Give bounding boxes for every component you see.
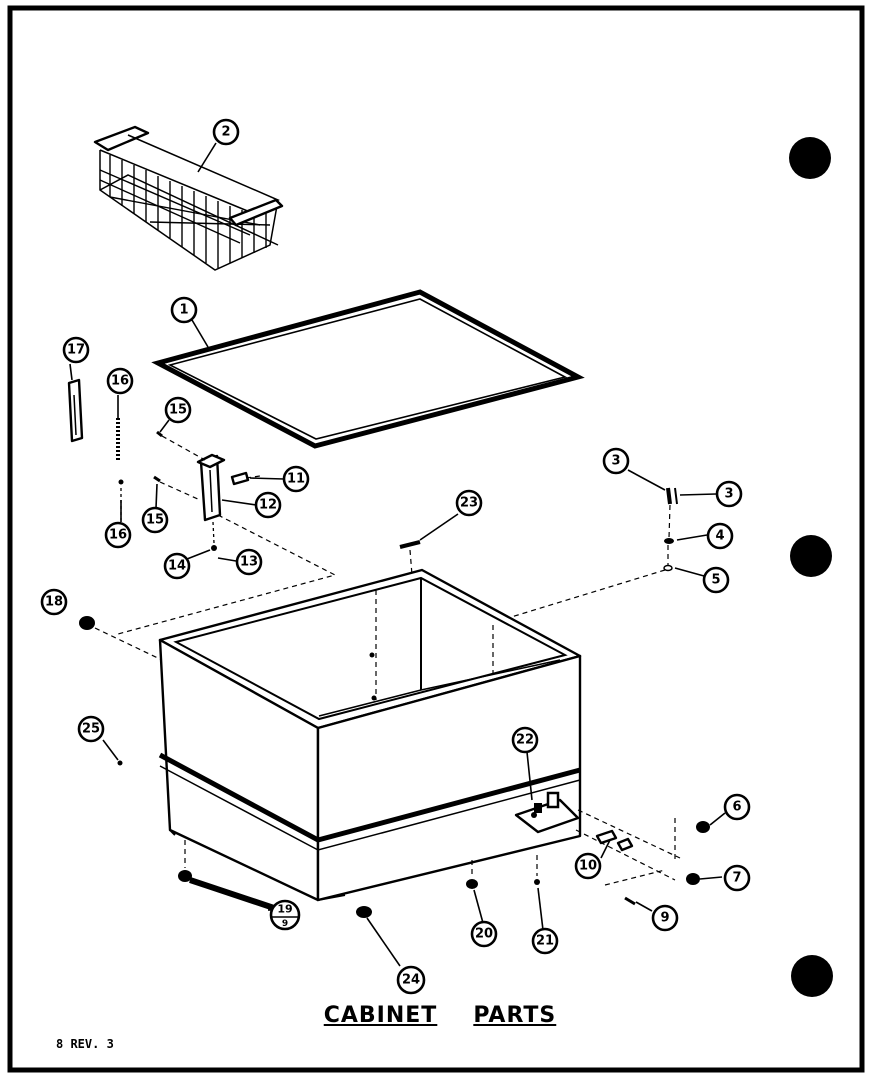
svg-text:12: 12	[259, 498, 277, 513]
callout-5: 5	[702, 566, 730, 594]
callout-20: 20	[470, 920, 498, 948]
switch-part	[595, 829, 634, 852]
svg-text:15: 15	[169, 403, 187, 418]
callout-10-right: 10	[574, 852, 602, 880]
callout-11: 11	[282, 465, 310, 493]
svg-text:24: 24	[402, 973, 420, 988]
binder-hole-bottom	[791, 955, 833, 997]
svg-text:9: 9	[660, 911, 669, 926]
callout-24: 24	[396, 965, 426, 995]
callout-1: 1	[170, 296, 198, 324]
callout-16-top: 16	[106, 367, 134, 395]
svg-text:1: 1	[179, 303, 188, 318]
svg-text:2: 2	[221, 125, 230, 140]
revision-note: 8 REV. 3	[56, 1037, 114, 1051]
diagram-title: CABINET PARTS	[0, 1003, 880, 1028]
callout-15-bottom: 15	[141, 506, 169, 534]
svg-text:10: 10	[579, 859, 597, 874]
callout-23: 23	[455, 489, 483, 517]
callout-15-top: 15	[164, 396, 192, 424]
svg-text:18: 18	[45, 595, 63, 610]
callout-14: 14	[163, 552, 191, 580]
svg-text:16: 16	[109, 528, 127, 543]
hinge-hardware-left	[67, 378, 337, 635]
latch-part	[399, 540, 421, 576]
svg-text:13: 13	[240, 555, 258, 570]
callout-12: 12	[254, 491, 282, 519]
callout-3-left: 3	[602, 447, 630, 475]
callout-25: 25	[77, 715, 105, 743]
callout-6: 6	[723, 793, 751, 821]
screw-7	[686, 873, 700, 885]
callout-4: 4	[706, 522, 734, 550]
screw-6	[696, 821, 710, 833]
callout-22: 22	[511, 726, 539, 754]
binder-hole-top	[789, 137, 831, 179]
svg-text:14: 14	[168, 559, 186, 574]
callout-2: 2	[212, 118, 240, 146]
svg-text:4: 4	[715, 529, 724, 544]
svg-text:7: 7	[732, 871, 741, 886]
svg-text:15: 15	[146, 513, 164, 528]
callout-13: 13	[235, 548, 263, 576]
svg-text:6: 6	[732, 800, 741, 815]
svg-text:5: 5	[711, 573, 720, 588]
cabinet-box	[158, 568, 582, 918]
callout-18: 18	[40, 588, 68, 616]
callout-21: 21	[531, 927, 559, 955]
callout-3-right: 3	[715, 480, 743, 508]
leader-lines	[69, 142, 726, 967]
page-border	[7, 5, 865, 1073]
svg-text:17: 17	[67, 343, 85, 358]
plug-button	[79, 616, 163, 661]
hinge-hardware-right	[494, 487, 678, 623]
title-word-2: PARTS	[473, 1003, 557, 1028]
svg-text:20: 20	[475, 927, 493, 942]
callout-19: 19 9	[269, 899, 301, 931]
title-word-1: CABINET	[323, 1003, 438, 1028]
svg-text:3: 3	[611, 454, 620, 469]
callout-7: 7	[723, 864, 751, 892]
svg-text:22: 22	[516, 733, 534, 748]
svg-text:25: 25	[82, 722, 100, 737]
wire-basket	[93, 125, 284, 271]
callout-9: 9	[651, 904, 679, 932]
screw-9	[624, 896, 636, 906]
svg-text:11: 11	[287, 472, 305, 487]
control-bracket	[514, 791, 681, 886]
svg-text:21: 21	[536, 934, 554, 949]
lid-gasket	[151, 289, 585, 449]
callout-16-bottom: 16	[104, 521, 132, 549]
svg-text:19: 19	[277, 903, 292, 916]
svg-text:9: 9	[282, 919, 288, 929]
svg-text:3: 3	[724, 487, 733, 502]
callout-17: 17	[62, 336, 90, 364]
svg-text:23: 23	[460, 496, 478, 511]
screw-25	[117, 760, 123, 766]
binder-hole-middle	[790, 535, 832, 577]
svg-text:16: 16	[111, 374, 129, 389]
